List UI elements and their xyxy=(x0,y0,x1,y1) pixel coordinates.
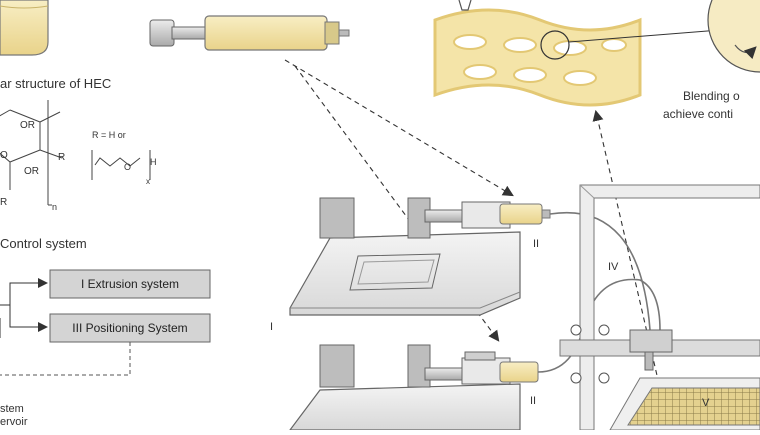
pump-left-label: I xyxy=(270,321,273,333)
ring-sub-bottom: OR xyxy=(24,166,39,177)
ring-sub-left: O xyxy=(0,150,8,161)
syringe-pump-bottom xyxy=(288,344,539,431)
scaffold-caption-line2: achieve conti xyxy=(663,107,733,121)
magnified-inset xyxy=(707,0,760,73)
r-substituent: R xyxy=(0,197,7,208)
syringe-top xyxy=(149,15,350,51)
control-dashed-return xyxy=(0,342,131,376)
control-footer-line2: ervoir xyxy=(0,416,28,428)
scaffold-lattice xyxy=(433,8,721,107)
ring-sub-top: OR xyxy=(20,120,35,131)
pump-top-label: II xyxy=(533,238,539,250)
control-box-extrusion-label: I Extrusion system xyxy=(81,277,179,291)
ring-sub-right: R xyxy=(58,152,65,163)
pump-bottom-label: II xyxy=(530,395,536,407)
control-title: Control system xyxy=(0,236,87,251)
control-box-positioning-label: III Positioning System xyxy=(72,321,187,335)
oligo-o-link: O xyxy=(124,162,131,172)
oligo-subscript: x xyxy=(146,177,150,186)
h-end: H xyxy=(150,157,157,167)
tube-label: IV xyxy=(608,261,619,273)
hec-molecule xyxy=(0,100,151,206)
control-box-extrusion: I Extrusion system xyxy=(49,269,211,299)
printer-frame xyxy=(559,184,760,431)
repeat-subscript: n xyxy=(52,202,57,212)
control-box-positioning: III Positioning System xyxy=(49,313,211,343)
structure-caption: ar structure of HEC xyxy=(0,76,111,91)
control-footer-line1: stem xyxy=(0,403,24,415)
dashed-arrows xyxy=(284,59,666,411)
beaker xyxy=(0,0,49,56)
nozzle-tip xyxy=(458,0,472,11)
platform-label: V xyxy=(702,397,710,409)
control-connector xyxy=(0,278,48,338)
tubing xyxy=(537,211,661,373)
r-definition: R = H or xyxy=(92,130,126,140)
syringe-pump-top xyxy=(289,197,551,316)
scaffold-caption-line1: Blending o xyxy=(683,89,740,103)
